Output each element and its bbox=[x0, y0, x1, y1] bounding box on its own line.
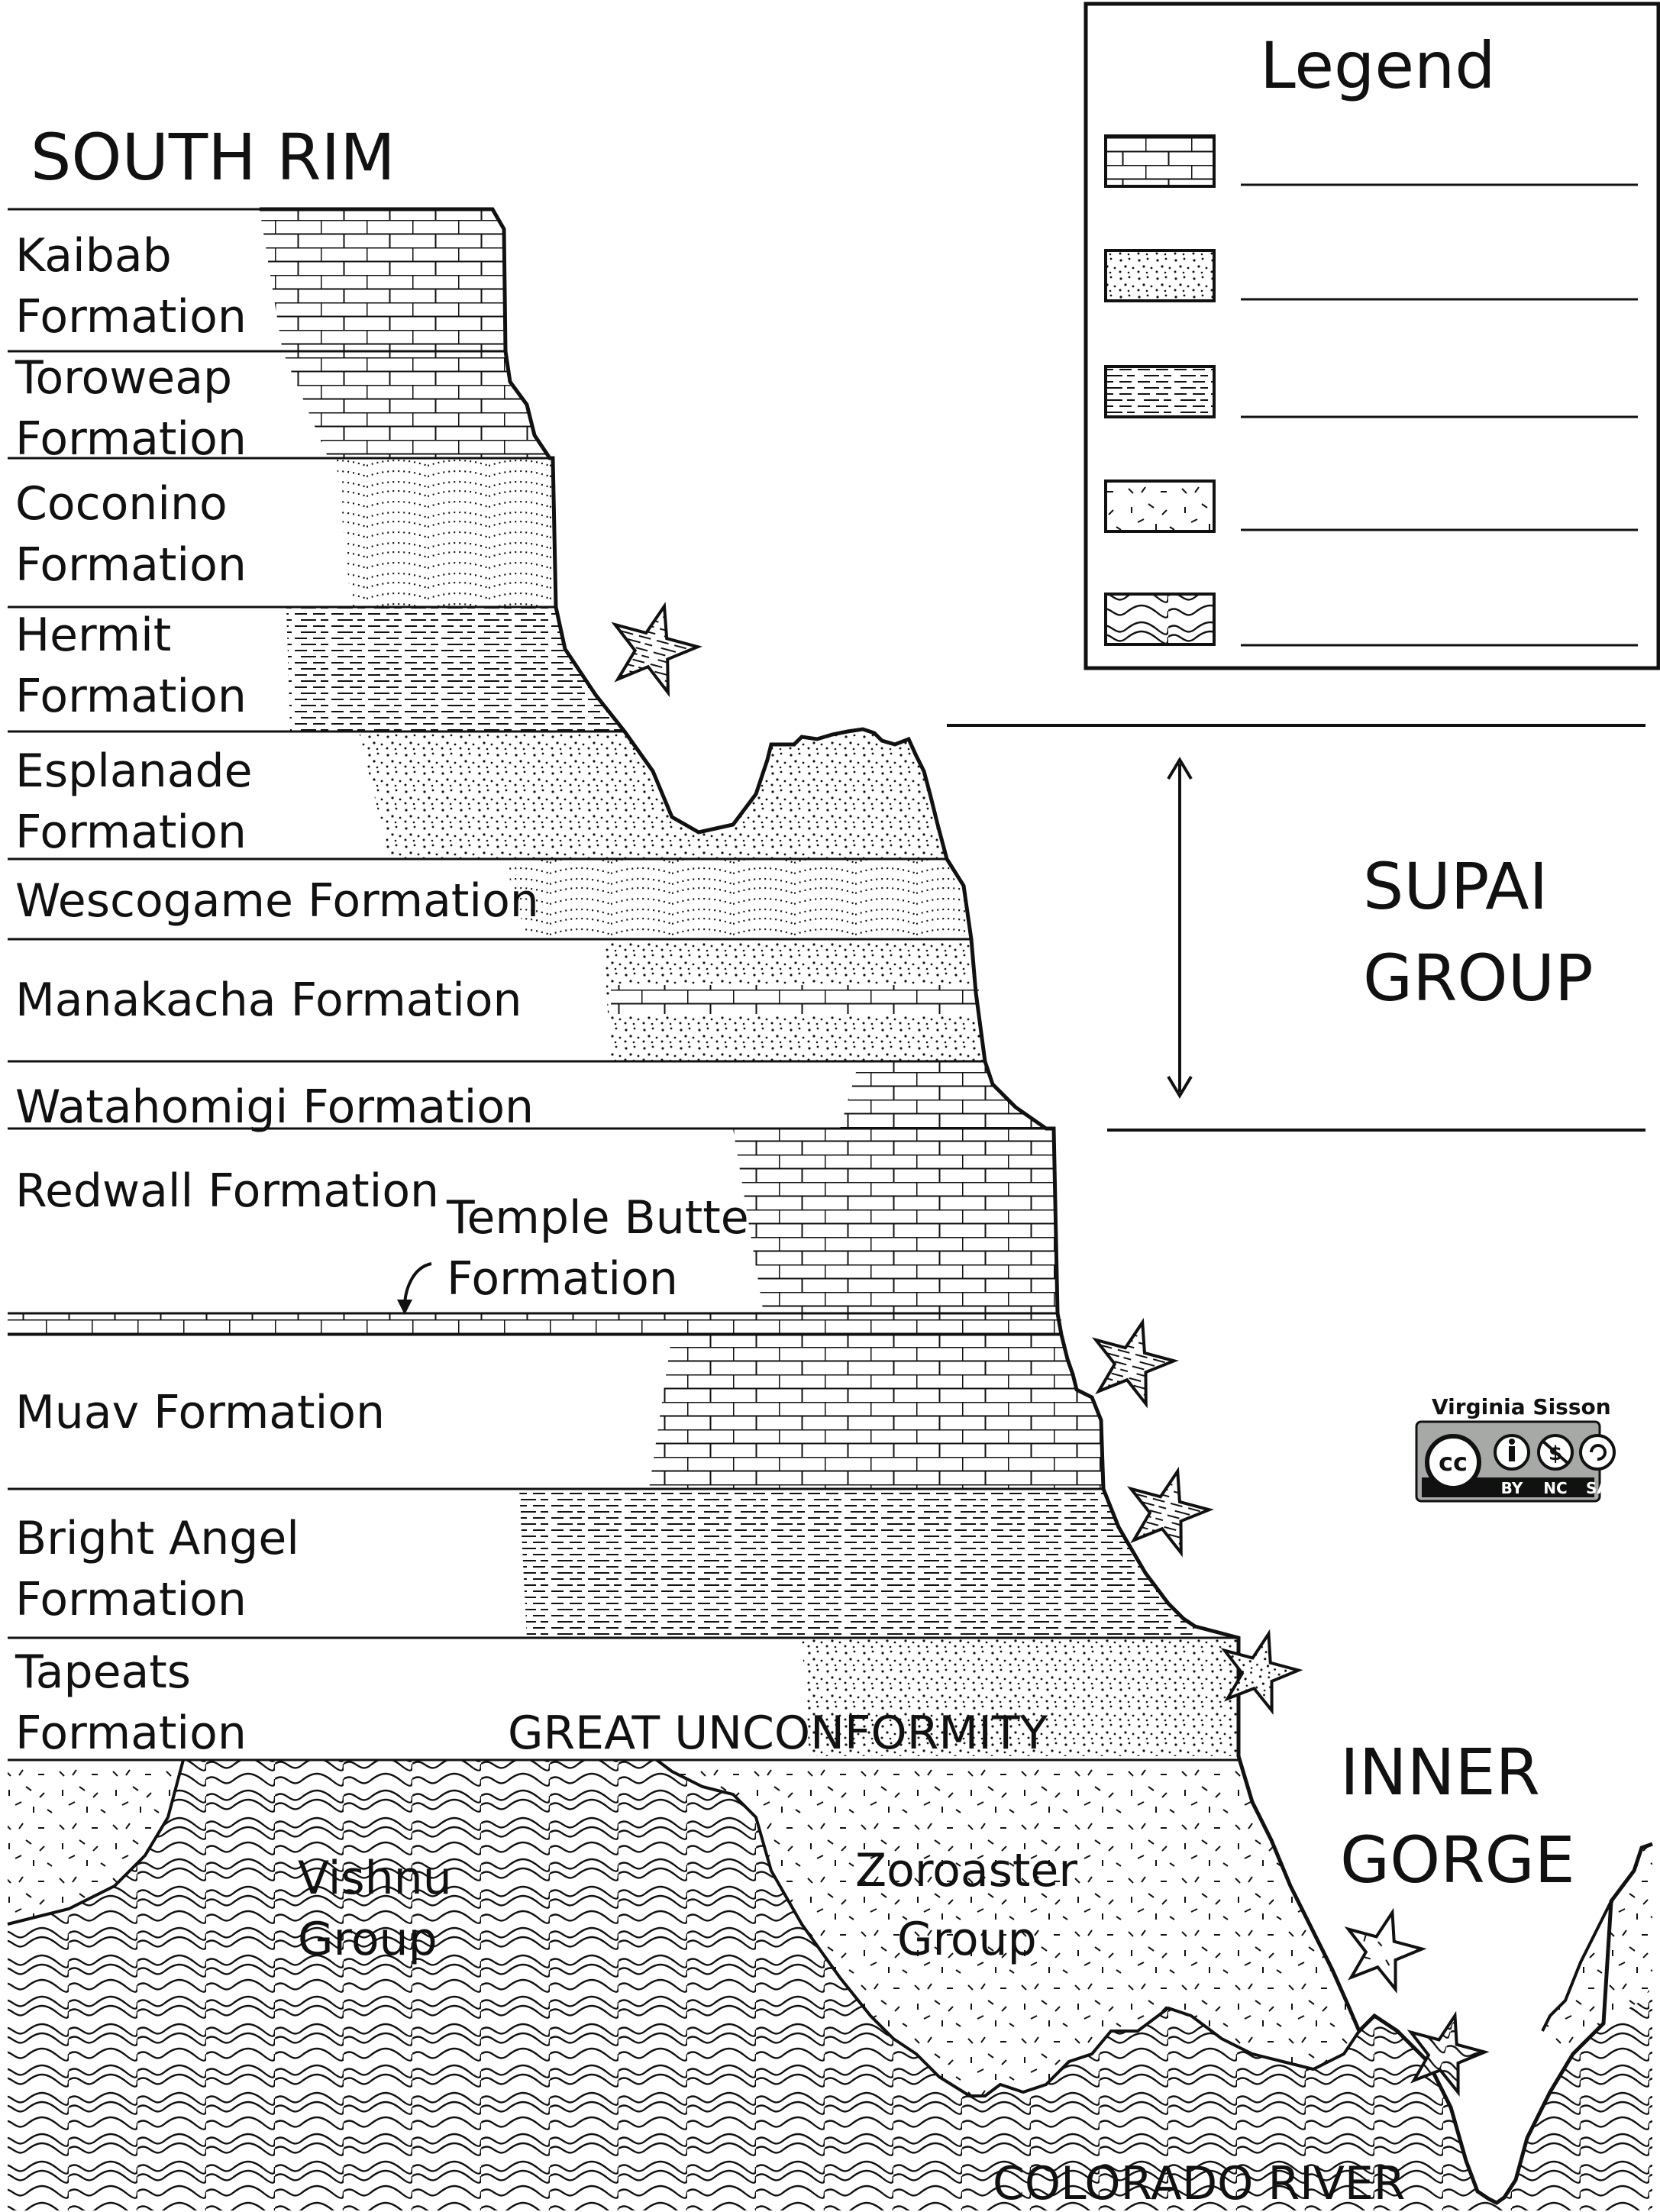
toroweap-label-1: Toroweap bbox=[15, 351, 232, 405]
star-muav bbox=[1091, 1317, 1179, 1409]
legend-title: Legend bbox=[1260, 28, 1496, 103]
supai-group-bracket bbox=[947, 724, 1645, 1132]
vishnu-label-1: Vishnu bbox=[298, 1852, 452, 1905]
muav-label: Muav Formation bbox=[15, 1386, 385, 1439]
muav-layer bbox=[649, 1335, 1103, 1489]
temple-butte-layer bbox=[8, 1313, 1061, 1335]
esplanade-label-1: Esplanade bbox=[15, 744, 253, 798]
hermit-label-1: Hermit bbox=[15, 609, 171, 662]
esplanade-layer bbox=[359, 729, 947, 859]
tapeats-layer bbox=[802, 1638, 1239, 1756]
temple-butte-label-1: Temple Butte bbox=[446, 1191, 749, 1245]
shale-swatch bbox=[1104, 365, 1216, 418]
basement-igneous-left bbox=[8, 1760, 183, 1924]
formation-boundaries bbox=[8, 208, 1239, 1762]
kaibab-layer bbox=[260, 209, 505, 351]
star-tapeats bbox=[1220, 1629, 1303, 1715]
legend-item-igneous bbox=[1104, 480, 1638, 533]
star-zoroaster bbox=[1344, 1907, 1427, 1994]
toroweap-label-2: Formation bbox=[15, 412, 247, 466]
sa-text: SA bbox=[1586, 1479, 1609, 1497]
rock-layers bbox=[7, 207, 1653, 2210]
vishnu-label-2: Group bbox=[298, 1913, 438, 1966]
kaibab-label-1: Kaibab bbox=[15, 229, 172, 283]
south-rim-title: SOUTH RIM bbox=[31, 120, 396, 195]
coconino-label-1: Coconino bbox=[15, 477, 228, 531]
manakacha-limestone-band bbox=[611, 985, 979, 1014]
toroweap-layer bbox=[283, 351, 550, 458]
label-knockouts bbox=[443, 1187, 741, 1302]
zoroaster-label-1: Zoroaster bbox=[855, 1844, 1077, 1897]
bright-angel-layer bbox=[519, 1489, 1195, 1638]
legend-item-shale bbox=[1104, 365, 1638, 418]
cc-text: cc bbox=[1439, 1448, 1468, 1477]
kaibab-label-2: Formation bbox=[15, 290, 247, 344]
nc-text: NC bbox=[1543, 1479, 1567, 1497]
legend-item-metamorphic bbox=[1104, 593, 1638, 647]
gorge-right-contact-line bbox=[1541, 1900, 1613, 2032]
bright-angel-label-2: Formation bbox=[15, 1573, 247, 1626]
zoroaster-contact-line bbox=[655, 1758, 1361, 2097]
colorado-river-label: COLORADO RIVER bbox=[993, 2157, 1405, 2210]
hermit-layer bbox=[286, 607, 625, 731]
zoroaster-label-2: Group bbox=[897, 1913, 1037, 1966]
tapeats-label-1: Tapeats bbox=[15, 1645, 191, 1699]
temple-butte-arrowhead bbox=[397, 1300, 412, 1315]
cc-icon bbox=[1425, 1434, 1481, 1490]
tapeats-label-2: Formation bbox=[15, 1707, 247, 1760]
bright-angel-label-1: Bright Angel bbox=[15, 1512, 299, 1565]
star-vishnu bbox=[1406, 2010, 1490, 2097]
inner-gorge-label-1: INNER bbox=[1340, 1735, 1540, 1810]
supai-label-1: SUPAI bbox=[1363, 849, 1548, 924]
hermit-label-2: Formation bbox=[15, 670, 247, 723]
limestone-swatch bbox=[1104, 134, 1216, 188]
supai-label-2: GROUP bbox=[1363, 941, 1594, 1016]
watahomigi-label: Watahomigi Formation bbox=[15, 1080, 534, 1134]
watahomigi-layer bbox=[840, 1061, 1054, 1129]
sandstone-swatch bbox=[1104, 249, 1216, 302]
inner-gorge-label-2: GORGE bbox=[1340, 1823, 1575, 1897]
gorge-right-igneous bbox=[1542, 1844, 1652, 2054]
credit-block: Virginia Sisson cc $ BY NC SA bbox=[1415, 1394, 1616, 1503]
coconino-layer bbox=[336, 458, 556, 607]
great-unconformity-label: GREAT UNCONFORMITY bbox=[508, 1707, 1048, 1760]
sa-icon bbox=[1579, 1434, 1616, 1471]
cc-license-badge: cc $ BY NC SA bbox=[1415, 1420, 1616, 1503]
coconino-label-2: Formation bbox=[15, 538, 247, 592]
by-text: BY bbox=[1501, 1479, 1523, 1497]
svg-text:$: $ bbox=[1549, 1442, 1562, 1465]
stars bbox=[611, 602, 1490, 2097]
legend-item-limestone bbox=[1104, 134, 1638, 188]
legend-item-sandstone bbox=[1104, 249, 1638, 302]
igneous-swatch bbox=[1104, 480, 1216, 533]
formation-labels: SOUTH RIM Kaibab Formation Toroweap Form… bbox=[15, 120, 1575, 2210]
credit-author: Virginia Sisson bbox=[1432, 1394, 1611, 1419]
wescogame-label: Wescogame Formation bbox=[15, 874, 539, 928]
vishnu-group-area bbox=[8, 1760, 1652, 2210]
vishnu-contact-line bbox=[7, 1759, 185, 1926]
redwall-label: Redwall Formation bbox=[15, 1164, 439, 1218]
esplanade-label-2: Formation bbox=[15, 806, 247, 859]
redwall-layer bbox=[733, 1129, 1058, 1313]
temple-butte-label-2: Formation bbox=[447, 1252, 678, 1306]
metamorphic-swatch bbox=[1104, 593, 1216, 646]
wescogame-layer bbox=[504, 859, 971, 939]
star-bright-angel bbox=[1126, 1466, 1214, 1558]
star-hermit bbox=[611, 602, 702, 698]
manakacha-label: Manakacha Formation bbox=[15, 974, 522, 1027]
legend-box: Legend bbox=[1084, 2, 1660, 670]
